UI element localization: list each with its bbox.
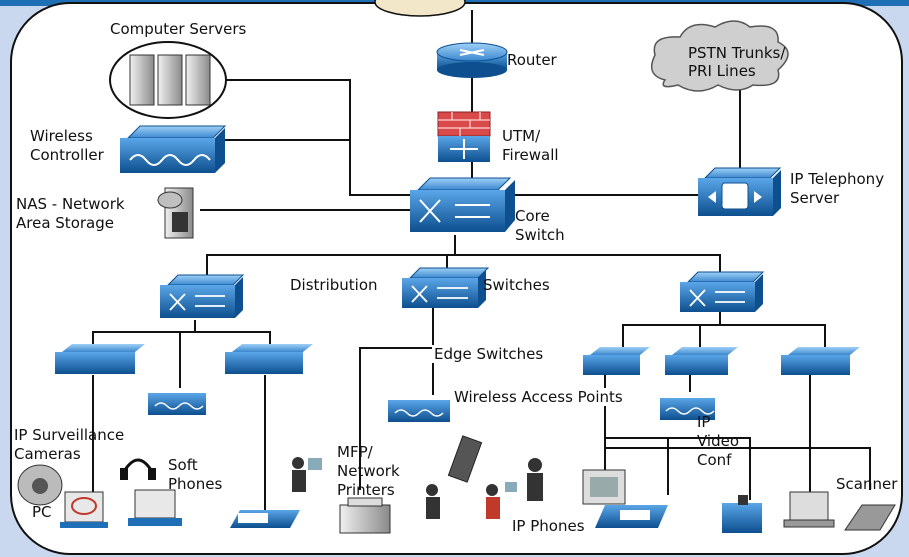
ip-phones-label: IP Phones xyxy=(512,517,585,535)
wireless-access-points-label: Wireless Access Points xyxy=(452,388,625,406)
ip-telephony-server-icon xyxy=(698,167,782,216)
connection-lines xyxy=(92,10,871,510)
pstn-label-line2: PRI Lines xyxy=(688,62,756,80)
internet-cloud-icon xyxy=(374,0,466,17)
wireless-access-point-icon xyxy=(148,393,715,422)
mfp-label-line2: Network xyxy=(337,462,400,480)
switches-label: Switches xyxy=(483,276,550,294)
ip-telephony-label-line2: Server xyxy=(790,189,840,207)
ip-phone-icon xyxy=(230,505,668,528)
soft-phones-label-line2: Phones xyxy=(168,475,223,493)
video-conf-icon xyxy=(722,495,762,533)
soft-phones-label-line1: Soft xyxy=(168,456,198,474)
user-workstation-icon xyxy=(292,457,543,519)
core-switch-label-line1: Core xyxy=(515,207,550,225)
utm-label-line1: UTM/ xyxy=(502,127,541,145)
ip-video-label-line2: Video xyxy=(697,432,740,450)
ip-camera-icon xyxy=(17,464,63,506)
headset-icon xyxy=(120,458,156,480)
printer-icon xyxy=(339,497,391,534)
scanner-pc-icon xyxy=(783,491,835,528)
ip-telephony-label-line1: IP Telephony xyxy=(790,170,885,188)
pc-label: PC xyxy=(32,503,52,521)
edge-switches-label: Edge Switches xyxy=(432,345,546,363)
monitor-icon xyxy=(582,469,626,505)
ip-surveillance-label-line2: Cameras xyxy=(14,445,81,463)
mfp-label-line3: Printers xyxy=(337,481,395,499)
wireless-controller-label-line2: Controller xyxy=(30,146,104,164)
pc-icon xyxy=(60,491,108,528)
edge-switch-icon xyxy=(55,344,860,375)
computer-servers-icon xyxy=(109,41,227,119)
computer-servers-label: Computer Servers xyxy=(110,20,247,38)
ip-video-label-line1: IP xyxy=(697,413,711,431)
router-label: Router xyxy=(507,51,557,69)
router-icon xyxy=(436,42,508,78)
scanner-label: Scanner xyxy=(836,475,898,493)
distribution-label: Distribution xyxy=(290,276,378,294)
pstn-cloud-icon xyxy=(650,20,789,92)
wireless-controller-label-line1: Wireless xyxy=(30,127,93,145)
distribution-switch-right-icon xyxy=(680,271,765,312)
wireless-controller-icon xyxy=(120,125,227,173)
mfp-label-line1: MFP/ xyxy=(337,443,373,461)
utm-label-line2: Firewall xyxy=(502,146,559,164)
nas-storage-icon xyxy=(157,187,194,239)
mobile-phone-icon xyxy=(447,435,483,483)
soft-phone-laptop-icon xyxy=(128,489,182,526)
core-switch-label-line2: Switch xyxy=(515,226,565,244)
scanner-icon xyxy=(844,504,896,531)
ip-surveillance-label-line1: IP Surveillance xyxy=(14,426,125,444)
ip-video-label-line3: Conf xyxy=(697,451,732,469)
nas-label-line2: Area Storage xyxy=(16,214,114,232)
nas-label-line1: NAS - Network xyxy=(16,195,125,213)
distribution-switch-center-icon xyxy=(402,267,490,308)
distribution-switch-left-icon xyxy=(160,274,245,318)
core-switch-icon xyxy=(410,177,515,232)
firewall-icon xyxy=(437,111,491,162)
pstn-label-line1: PSTN Trunks/ xyxy=(688,44,786,62)
